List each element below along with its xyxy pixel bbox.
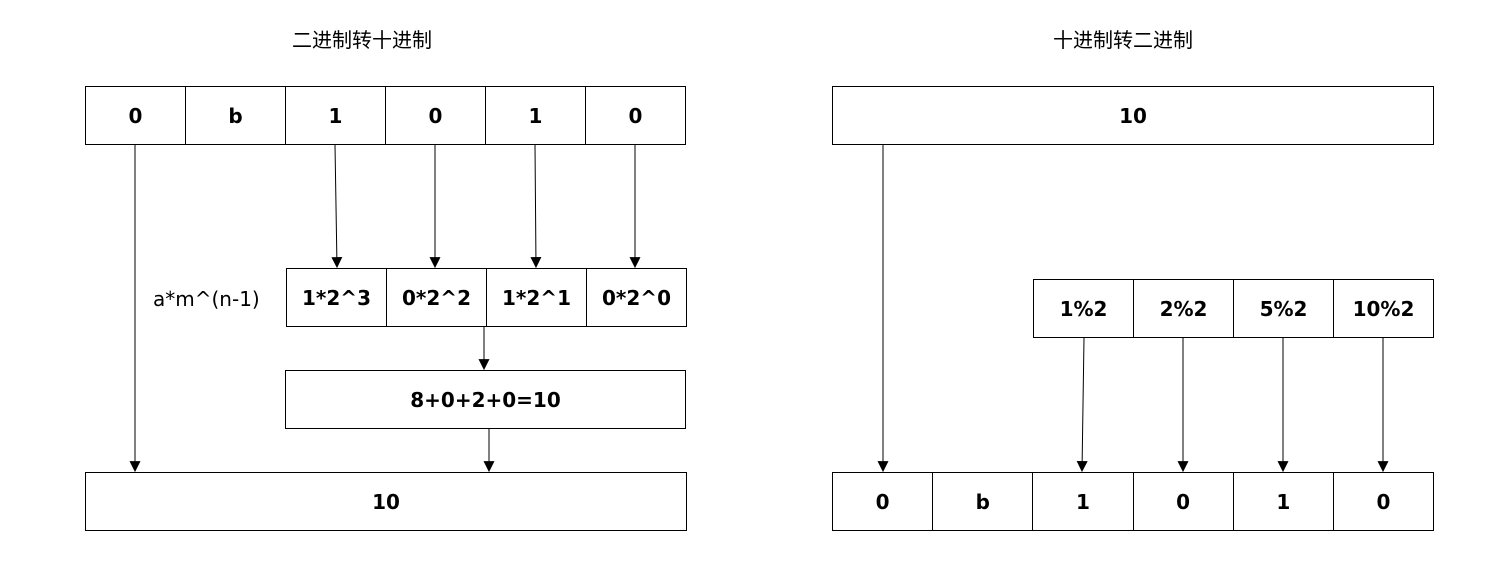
term-cell: 1*2^1 [486, 269, 586, 326]
right-binary-cell: 1 [1032, 473, 1132, 530]
right-binary-row: 0 b 1 0 1 0 [832, 472, 1434, 531]
mod-cell: 5%2 [1233, 280, 1333, 337]
term-cell: 0*2^2 [386, 269, 486, 326]
right-decimal-text: 10 [1119, 103, 1147, 128]
mods-row: 1%2 2%2 5%2 10%2 [1033, 279, 1434, 338]
right-binary-cell: 1 [1232, 473, 1333, 530]
mod-cell: 2%2 [1133, 280, 1233, 337]
right-binary-cell: 0 [1132, 473, 1233, 530]
left-binary-row: 0 b 1 0 1 0 [85, 86, 686, 145]
right-binary-cell: b [932, 473, 1032, 530]
left-result-text: 10 [372, 489, 400, 514]
left-binary-cell: 0 [385, 87, 485, 144]
sum-box: 8+0+2+0=10 [285, 370, 686, 429]
sum-text: 8+0+2+0=10 [410, 387, 561, 412]
mod-cell: 1%2 [1059, 296, 1108, 321]
left-binary-cell: 0 [128, 103, 143, 128]
arrow-digit-to-term [530, 144, 542, 269]
arrow-mod-to-digit [1076, 337, 1088, 473]
term-cell: 1*2^3 [302, 285, 371, 310]
left-binary-cell: 1 [285, 87, 385, 144]
arrow-digit-to-term [331, 144, 343, 269]
right-title: 十进制转二进制 [1053, 28, 1193, 52]
left-binary-cell: 0 [585, 87, 685, 144]
mod-cell: 10%2 [1333, 280, 1433, 337]
left-binary-cell: b [185, 87, 285, 144]
left-result-box: 10 [85, 472, 687, 531]
terms-row: 1*2^3 0*2^2 1*2^1 0*2^0 [286, 268, 687, 327]
left-title: 二进制转十进制 [292, 28, 432, 52]
term-cell: 0*2^0 [586, 269, 686, 326]
right-decimal-box: 10 [832, 86, 1434, 145]
formula-label: a*m^(n-1) [153, 287, 260, 311]
right-binary-cell: 0 [875, 489, 890, 514]
left-binary-cell: 1 [485, 87, 585, 144]
right-binary-cell: 0 [1332, 473, 1433, 530]
